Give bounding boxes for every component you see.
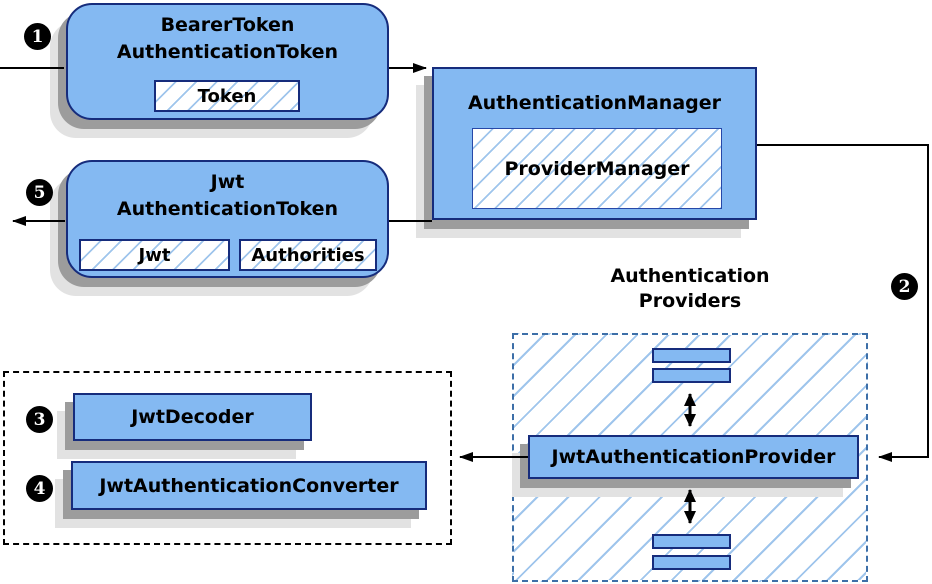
step-2-badge: 2	[891, 273, 918, 300]
authentication-manager-title: AuthenticationManager	[467, 92, 722, 114]
provider-manager-field: ProviderManager	[472, 128, 722, 209]
authorities-field: Authorities	[239, 239, 377, 271]
jwt-field: Jwt	[79, 239, 230, 271]
provider-list-bar	[652, 534, 731, 549]
jwt-token-title-line1: Jwt	[210, 171, 245, 193]
jwt-authentication-provider-node: JwtAuthenticationProvider	[528, 435, 859, 479]
bearer-token-title-line2: AuthenticationToken	[116, 41, 339, 63]
token-field: Token	[154, 80, 300, 112]
authentication-providers-label-line1: Authentication	[610, 265, 770, 287]
step-1-badge: 1	[24, 23, 51, 50]
jwt-decoder-node: JwtDecoder	[73, 393, 312, 441]
authentication-providers-label: Authentication Providers	[540, 264, 840, 314]
authentication-manager-node: AuthenticationManager ProviderManager	[432, 67, 757, 220]
jwt-authentication-token-node: Jwt AuthenticationToken Jwt Authorities	[66, 160, 389, 278]
bearer-token-title-line1: BearerToken	[160, 14, 295, 36]
step-5-badge: 5	[26, 179, 53, 206]
step-4-badge: 4	[26, 475, 53, 502]
jwt-authentication-converter-node: JwtAuthenticationConverter	[71, 461, 427, 510]
jwt-token-title-line2: AuthenticationToken	[116, 198, 339, 220]
provider-list-bar	[652, 368, 731, 383]
provider-list-bar	[652, 348, 731, 363]
provider-list-bar	[652, 555, 731, 570]
authentication-providers-label-line2: Providers	[638, 290, 742, 312]
decoder-converter-group-box	[3, 371, 452, 545]
bearer-token-authentication-token-node: BearerToken AuthenticationToken Token	[66, 3, 389, 120]
step-3-badge: 3	[26, 406, 53, 433]
